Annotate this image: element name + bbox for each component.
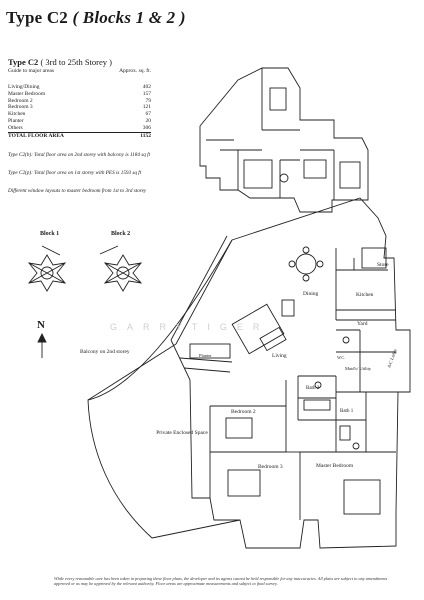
room-label-bath1: Bath 1 xyxy=(340,409,354,414)
block-2-label: Block 2 xyxy=(111,231,131,237)
room-label-bedroom3: Bedroom 3 xyxy=(258,464,283,470)
room-label-yard: Yard xyxy=(357,321,368,327)
note-c2b: Type C2(b): Total floor area on 2nd stor… xyxy=(8,152,151,158)
room-label-bath2: Bath 2 xyxy=(306,386,320,391)
room-label-wc: W.C. xyxy=(337,355,346,360)
room-label-store: Store xyxy=(377,262,389,268)
watermark: GARRYTIGER xyxy=(110,322,270,332)
page-title: Type C2 ( Blocks 1 & 2 ) xyxy=(6,8,186,27)
block-1-label: Block 1 xyxy=(40,231,60,237)
room-label-master: Master Bedroom xyxy=(316,463,354,469)
north-label: N xyxy=(37,319,45,331)
main-floor-plan xyxy=(87,197,411,549)
note-window-layout: Different window layouts to master bedro… xyxy=(8,188,147,194)
room-label-dining: Dining xyxy=(303,291,319,297)
room-label-pes: Private Enclosed Space xyxy=(156,430,208,436)
key-plan-unit xyxy=(199,67,369,213)
north-arrow xyxy=(37,332,47,358)
room-label-planter: Planter xyxy=(199,353,212,358)
room-label-living: Living xyxy=(272,353,287,359)
room-label-bedroom2: Bedroom 2 xyxy=(231,409,256,415)
room-label-utility: Maid's/ Utility xyxy=(345,366,372,371)
room-label-kitchen: Kitchen xyxy=(356,292,374,298)
note-c2p: Type C2(p): Total floor area on 1st stor… xyxy=(8,170,142,176)
disclaimer-text: While every reasonable care has been tak… xyxy=(54,576,388,587)
site-plan xyxy=(27,245,143,292)
balcony-label: Balcony on 2nd storey xyxy=(80,349,130,355)
unit-subheading: Type C2 ( 3rd to 25th Storey ) xyxy=(8,57,112,67)
